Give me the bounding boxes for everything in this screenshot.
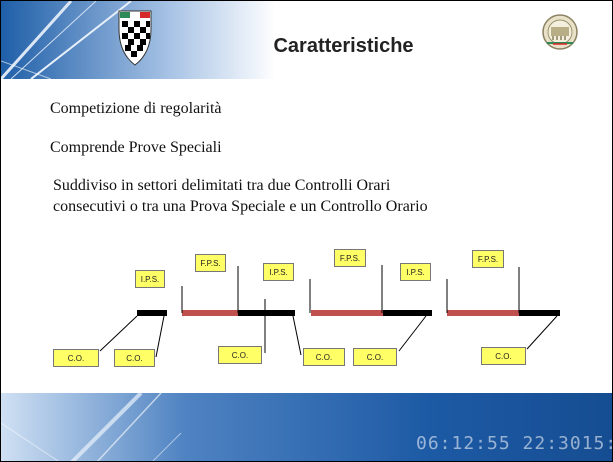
label-fps: F.P.S. [472, 250, 504, 268]
track-segments [137, 310, 560, 316]
bullet-regularity: Competizione di regolarità [50, 100, 222, 117]
label-co: C.O. [303, 348, 345, 366]
segment-co-link [519, 310, 560, 316]
seal-logo-icon [542, 14, 578, 50]
segment-special-stage [311, 310, 383, 316]
sectors-line-1: Suddiviso in settori delimitati tra due … [53, 177, 391, 194]
label-co: C.O. [218, 346, 262, 364]
segment-special-stage [447, 310, 519, 316]
connector-lines [99, 265, 558, 358]
label-ips: I.P.S. [135, 270, 165, 288]
label-fps: F.P.S. [334, 249, 366, 267]
label-co: C.O. [481, 347, 526, 365]
bullet-sectors: Suddiviso in settori delimitati tra due … [53, 175, 428, 217]
label-co: C.O. [53, 349, 99, 367]
sector-diagram [99, 265, 560, 358]
segment-co-link [137, 310, 167, 316]
footer-band [1, 393, 612, 461]
sectors-line-2: consecutivi o tra una Prova Speciale e u… [53, 198, 428, 215]
label-co: C.O. [353, 348, 397, 366]
segment-special-stage [182, 310, 240, 316]
label-ips: I.P.S. [263, 263, 294, 281]
label-ips: I.P.S. [400, 263, 431, 281]
label-fps: F.P.S. [195, 254, 226, 272]
segment-co-link [383, 310, 432, 316]
fie-logo-icon [118, 10, 152, 66]
label-co: C.O. [114, 349, 155, 367]
slide-title: Caratteristiche [273, 35, 414, 57]
header-band [1, 1, 612, 79]
bullet-special-stages: Comprende Prove Speciali [50, 139, 222, 156]
segment-co-link [238, 310, 295, 316]
clock-watermark: 06:12:55 22:3015:13:02 [416, 433, 612, 454]
